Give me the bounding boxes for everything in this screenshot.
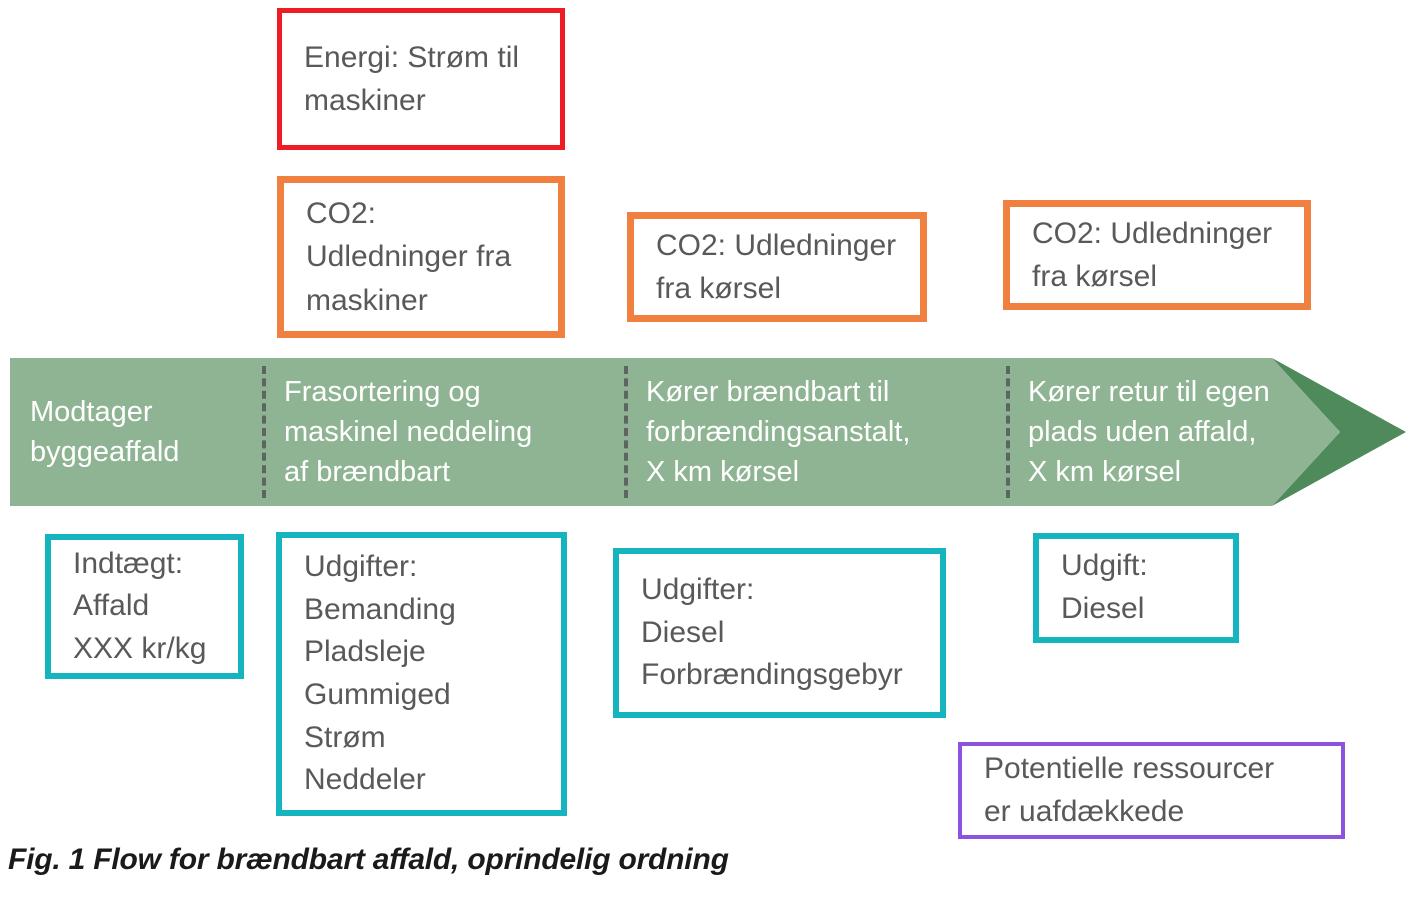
emission-box-line: fra kørsel [656,272,782,305]
process-step-line: af brændbart [284,456,451,488]
economy-box-line: Affald [73,589,150,623]
emission-box-line: CO2: Udledninger [656,228,897,262]
resource-box-potentielle-ressourcer-uafdaekkede: Potentielle ressourcer er uafdækkede [958,742,1345,839]
emission-box-co2-udledninger-fra-maskiner: CO2: Udledninger fra maskiner [277,176,565,338]
economy-box-line: Diesel [641,615,725,649]
process-step-line: Frasortering og [284,375,481,408]
economy-box-line: Udgifter: [641,573,755,607]
economy-box-line: Pladsleje [304,635,426,669]
process-step-frasortering-og-maskinel-neddeling: Frasortering og maskinel neddeling af br… [262,358,626,506]
emission-box-line: fra kørsel [1032,260,1158,293]
emission-box-line: CO2: [306,196,377,230]
economy-box-line: Bemanding [304,592,456,626]
process-step-line: byggeaffald [30,436,180,468]
economy-box-line: Neddeler [304,763,426,797]
economy-box-line: Udgifter: [304,550,418,584]
process-step-line: forbrændingsanstalt, [646,415,911,448]
resource-box-line: Potentielle ressourcer [984,751,1275,785]
process-step-korer-braendbart-til-forbraendingsanstalt: Kører brændbart til forbrændingsanstalt,… [624,358,1008,506]
economy-box-line: Indtægt: [73,546,184,580]
process-step-line: Modtager [30,395,153,428]
figure-caption: Fig. 1 Flow for brændbart affald, oprind… [8,843,729,876]
economy-box-line: Diesel [1061,592,1145,625]
economy-box-line: Udgift: [1061,549,1148,583]
economy-box-udgifter-diesel-forbraendingsgebyr: Udgifter: Diesel Forbrændingsgebyr [613,548,946,718]
process-step-line: maskinel neddeling [284,415,533,448]
process-step-line: Kører retur til egen [1028,375,1270,408]
process-step-line: plads uden affald, [1028,415,1257,448]
economy-box-line: Gummiged [304,678,451,711]
process-step-line: X km kørsel [646,456,800,488]
process-step-line: X km kørsel [1028,456,1182,488]
economy-box-indtaegt-affald: Indtægt: Affald XXX kr/kg [45,534,244,679]
energy-box-line: Energi: Strøm til [304,40,520,74]
process-step-modtager-byggeaffald: Modtager byggeaffald [10,358,264,506]
emission-box-co2-udledninger-fra-korsel-2: CO2: Udledninger fra kørsel [1003,200,1311,310]
process-step-korer-retur-til-egen-plads: Kører retur til egen plads uden affald, … [1006,358,1406,506]
economy-box-line: Strøm [304,720,386,754]
process-step-line: Kører brændbart til [646,375,890,408]
process-step-list: Modtager byggeaffald Frasortering og mas… [10,358,1406,506]
economy-box-line: XXX kr/kg [73,631,207,665]
energy-box-energi-strom-til-maskiner: Energi: Strøm til maskiner [277,8,565,150]
emission-box-line: Udledninger fra [306,240,512,274]
economy-box-udgifter-bemanding: Udgifter: Bemanding Pladsleje Gummiged S… [276,532,567,816]
process-step-divider [262,366,266,498]
energy-box-line: maskiner [304,84,426,117]
economy-box-udgift-diesel: Udgift: Diesel [1033,533,1239,643]
resource-box-line: er uafdækkede [984,794,1185,828]
emission-box-line: CO2: Udledninger [1032,216,1273,250]
process-step-divider [1006,366,1010,498]
process-step-divider [624,366,628,498]
emission-box-line: maskiner [306,283,428,317]
process-band: Modtager byggeaffald Frasortering og mas… [10,358,1406,506]
economy-box-line: Forbrændingsgebyr [641,658,903,692]
emission-box-co2-udledninger-fra-korsel-1: CO2: Udledninger fra kørsel [627,212,927,322]
